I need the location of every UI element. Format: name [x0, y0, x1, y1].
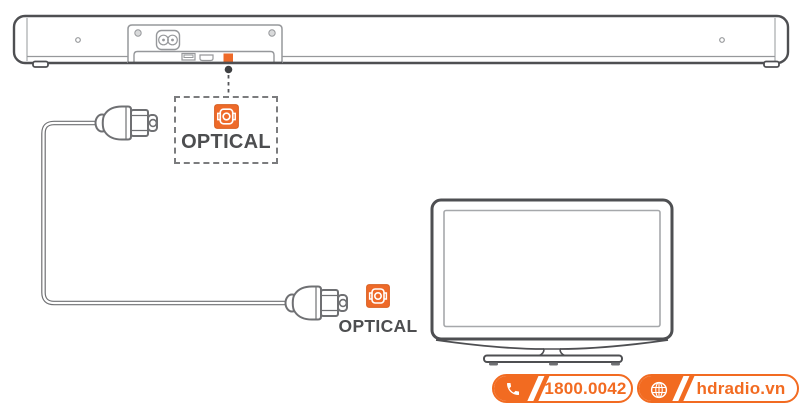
optical-port-icon [366, 284, 390, 308]
website-badge[interactable]: hdradio.vn [637, 374, 799, 403]
callout-pointer [224, 65, 233, 95]
soundbar-rear-panel [127, 24, 283, 64]
cable-connector-soundbar-end [94, 105, 158, 141]
soundbar-foot-left [32, 60, 49, 68]
tv-screen [443, 209, 661, 328]
phone-number: 1800.0042 [544, 378, 627, 398]
optical-label: OPTICAL [338, 316, 418, 336]
optical-cable [41, 105, 348, 321]
tv-stand-base [483, 354, 623, 363]
panel-screw [134, 29, 142, 37]
tv-optical-callout: OPTICAL [336, 284, 420, 336]
optical-port-icon [213, 104, 239, 129]
phone-icon [507, 383, 519, 395]
tv [430, 198, 674, 366]
optical-label: OPTICAL [181, 131, 271, 153]
panel-screw [268, 29, 276, 37]
usb-port [181, 52, 196, 61]
soundbar-optical-callout: OPTICAL [174, 96, 278, 164]
website-url: hdradio.vn [696, 378, 786, 398]
globe-icon [650, 381, 668, 399]
soundbar [12, 14, 790, 95]
power-inlet [155, 29, 181, 51]
soundbar-foot-right [763, 60, 780, 68]
optical-port [223, 53, 233, 63]
phone-badge[interactable]: 1800.0042 [492, 374, 633, 403]
hdmi-port [199, 54, 214, 62]
